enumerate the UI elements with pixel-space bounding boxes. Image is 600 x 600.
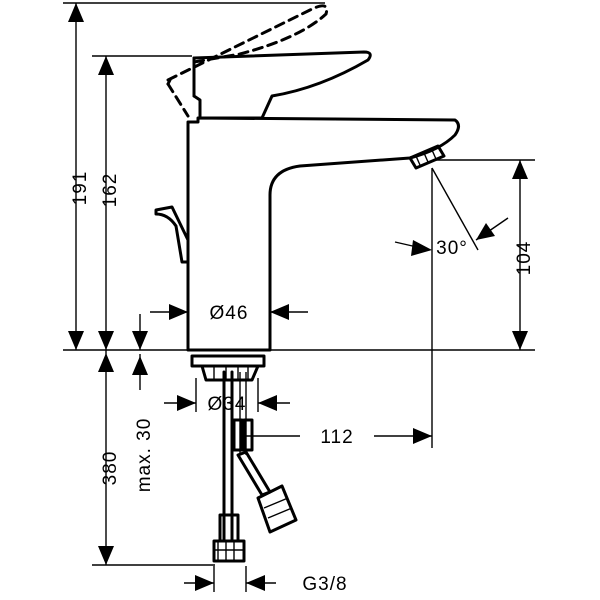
dim-104: 104 <box>514 241 535 276</box>
dim-diameter-46: Ø46 <box>210 303 249 324</box>
lever-open-position <box>166 4 329 118</box>
dim-191: 191 <box>70 171 91 206</box>
dim-max-30: max. 30 <box>134 418 155 493</box>
dim-112: 112 <box>320 427 353 448</box>
extension-lines <box>63 2 535 566</box>
dim-162: 162 <box>100 173 121 208</box>
dim-angle-30: 30° <box>436 238 468 259</box>
dim-diameter-34: Ø34 <box>208 394 247 415</box>
dim-thread-g38: G3/8 <box>302 574 347 595</box>
mounting-assembly <box>190 354 298 563</box>
faucet-body <box>154 50 460 352</box>
dimension-arrows <box>68 3 528 592</box>
dim-380: 380 <box>100 451 121 486</box>
